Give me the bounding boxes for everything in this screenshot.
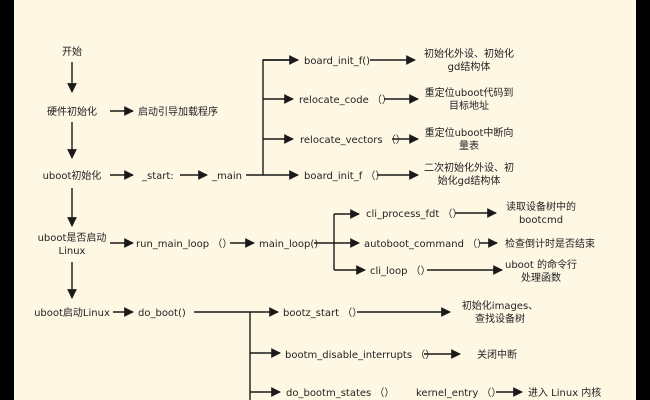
main-node: _main: [211, 171, 242, 182]
autoboot-command-node: autoboot_command （）: [364, 238, 487, 250]
do-boot-node: do_boot(): [138, 308, 186, 319]
uboot-init-node: uboot初始化: [43, 169, 102, 182]
kernel-entry-desc: 进入 Linux 内核: [528, 386, 601, 399]
cli-loop-desc-line1: uboot 的命令行: [505, 258, 577, 271]
bootm-disable-interrupts-desc: 关闭中断: [477, 348, 517, 361]
board-init-f2-desc-line2: 始化gd结构体: [438, 174, 501, 187]
cli-process-fdt-node: cli_process_fdt （）: [366, 208, 462, 220]
start-node: 开始: [62, 45, 82, 58]
cli-loop-desc-line2: 处理函数: [521, 271, 561, 284]
run-main-loop-node: run_main_loop （）: [136, 238, 232, 250]
start-fn-node: _start:: [141, 171, 174, 182]
board-init-f1-node: board_init_f(): [304, 56, 370, 67]
kernel-entry-node: kernel_entry （）: [416, 387, 501, 399]
hw-init-node: 硬件初始化: [47, 105, 97, 118]
connectors: [67, 55, 523, 400]
bootm-disable-interrupts-node: bootm_disable_interrupts （）: [285, 349, 435, 361]
board-init-f1-desc-line1: 初始化外设、初始化: [424, 47, 514, 60]
relocate-vectors-node: relocate_vectors （）: [300, 134, 406, 146]
uboot-start-linux-node: uboot启动Linux: [34, 306, 110, 319]
bootz-start-desc-line1: 初始化images、: [462, 299, 538, 312]
do-bootm-states-node: do_bootm_states （）: [286, 387, 394, 399]
board-init-f2-desc-line1: 二次初始化外设、初: [424, 161, 514, 174]
bootz-start-desc-line2: 查找设备树: [475, 312, 525, 325]
uboot-is-start-node-line2: Linux: [59, 246, 86, 257]
cli-loop-node: cli_loop （）: [370, 265, 431, 277]
labels: 开始 硬件初始化 uboot初始化 uboot是否启动 Linux uboot启…: [34, 45, 601, 399]
relocate-code-desc-line2: 目标地址: [449, 99, 489, 112]
autoboot-command-desc: 检查倒计时是否结束: [505, 237, 595, 250]
main-loop-node: main_loop(): [259, 239, 318, 250]
cli-process-fdt-desc-line1: 读取设备树中的: [506, 200, 576, 213]
cli-process-fdt-desc-line2: bootcmd: [519, 215, 563, 226]
uboot-is-start-node-line1: uboot是否启动: [38, 231, 107, 244]
relocate-vectors-desc-line1: 重定位uboot中断向: [425, 126, 514, 139]
bootz-start-node: bootz_start （）: [283, 307, 362, 319]
relocate-vectors-desc-line2: 量表: [459, 139, 479, 152]
relocate-code-desc-line1: 重定位uboot代码到: [425, 86, 514, 99]
relocate-code-node: relocate_code （）: [299, 94, 392, 106]
boot-loader-node: 启动引导加载程序: [138, 105, 218, 118]
board-init-f1-desc-line2: gd结构体: [448, 60, 491, 73]
canvas-background: [14, 0, 636, 400]
board-init-f2-node: board_init_f （）: [304, 170, 385, 182]
